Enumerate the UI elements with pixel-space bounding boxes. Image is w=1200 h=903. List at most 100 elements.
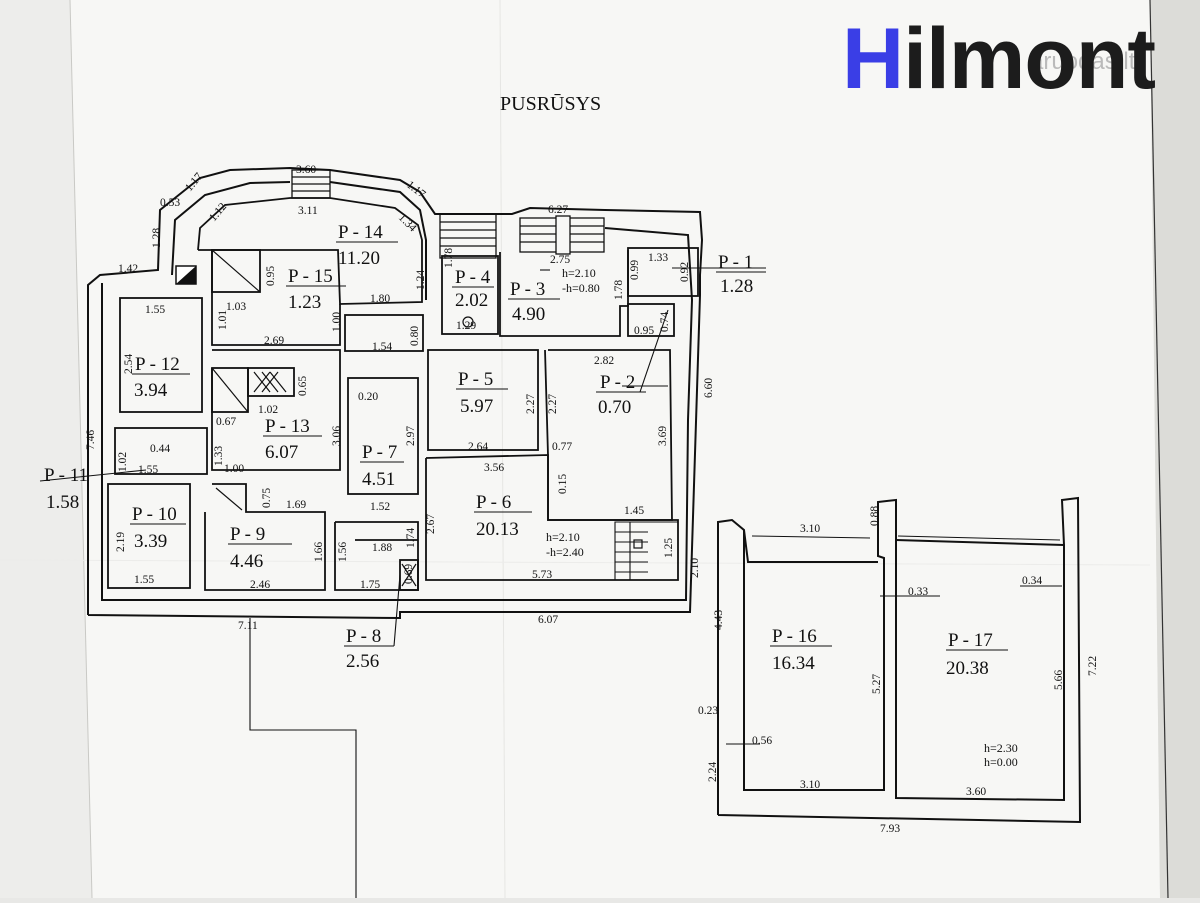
- room-id-p8: P - 8: [346, 626, 381, 647]
- room-area-p17: 20.38: [946, 658, 989, 679]
- room-labels: P - 1 1.28 P - 2 0.70 P - 3 4.90 P - 4 2…: [44, 222, 993, 679]
- plan-title: PUSRŪSYS: [500, 93, 601, 115]
- dim-label: 0.15: [557, 474, 569, 494]
- dim-label: 3.06: [331, 426, 343, 446]
- room-area-p9: 4.46: [230, 551, 263, 572]
- dim-label: 1.03: [226, 301, 246, 313]
- dim-label: 2.10: [689, 558, 701, 578]
- dim-label: 3.60: [966, 786, 986, 798]
- room-area-p12: 3.94: [134, 380, 168, 401]
- room-id-p17: P - 17: [948, 630, 993, 651]
- dim-label: 1.55: [138, 464, 158, 476]
- dim-label: 0.77: [552, 441, 572, 453]
- p3-height: h=2.10: [562, 266, 596, 280]
- room-id-p7: P - 7: [362, 442, 397, 463]
- dim-label: 2.97: [405, 426, 417, 446]
- dim-label: 2.24: [707, 762, 719, 782]
- room-id-p13: P - 13: [265, 416, 310, 437]
- room-id-p6: P - 6: [476, 492, 511, 513]
- dim-label: 1.28: [151, 228, 163, 248]
- room-area-p10: 3.39: [134, 531, 167, 552]
- p17-height-zero: h=0.00: [984, 755, 1018, 769]
- watermark-logo: aruodas.lt: [1030, 48, 1136, 75]
- dim-label: 1.24: [415, 270, 427, 290]
- brand-logo: Hilmont: [842, 11, 1156, 107]
- p17-height: h=2.30: [984, 741, 1018, 755]
- dim-label: 0.33: [908, 586, 928, 598]
- dim-label: 2.75: [550, 254, 570, 266]
- dim-label: 7.93: [880, 823, 900, 835]
- dim-label: 1.74: [405, 528, 417, 548]
- room-id-p3: P - 3: [510, 279, 545, 300]
- dim-label: 2.27: [547, 394, 559, 414]
- dim-label: 3.10: [800, 523, 820, 535]
- dim-label: 0.67: [216, 416, 236, 428]
- room-id-p16: P - 16: [772, 626, 817, 647]
- dim-label: 0.69: [403, 564, 415, 584]
- dim-label: 1.80: [370, 293, 390, 305]
- dim-label: 1.33: [648, 252, 668, 264]
- dim-label: 1.66: [313, 542, 325, 562]
- paper-left-strip: [0, 0, 92, 898]
- room-id-p10: P - 10: [132, 504, 177, 525]
- garage-walls: [717, 496, 1082, 824]
- dim-label: 1.02: [258, 404, 278, 416]
- dim-label: 2.82: [594, 355, 614, 367]
- dim-label: 1.78: [443, 248, 455, 268]
- dim-label: 0.80: [409, 326, 421, 346]
- dim-label: 2.64: [468, 441, 488, 453]
- room-id-p15: P - 15: [288, 266, 333, 287]
- p6-height: h=2.10: [546, 530, 580, 544]
- dim-label: 1.00: [331, 312, 343, 332]
- room-area-p2: 0.70: [598, 397, 631, 418]
- room-area-p7: 4.51: [362, 469, 395, 490]
- dim-label: 1.02: [117, 452, 129, 472]
- dim-label: 1.88: [372, 542, 392, 554]
- dim-label: 1.45: [624, 505, 644, 517]
- dim-label: 0.23: [698, 705, 718, 717]
- dim-label: 1.25: [663, 538, 675, 558]
- dim-label: 1.56: [337, 542, 349, 562]
- paper-right-edge: [1150, 0, 1200, 898]
- paper-sheet: [70, 0, 1160, 898]
- dim-label: 3.69: [657, 426, 669, 446]
- dim-label: 1.55: [145, 304, 165, 316]
- brand-logo-rest: ilmont: [903, 11, 1156, 107]
- room-id-p9: P - 9: [230, 524, 265, 545]
- stairs-top: [291, 169, 605, 259]
- room-id-underlines: [130, 241, 1008, 651]
- room-id-p5: P - 5: [458, 369, 493, 390]
- room-id-p2: P - 2: [600, 372, 635, 393]
- room-area-p8: 2.56: [346, 651, 379, 672]
- room-id-p11: P - 11: [44, 465, 88, 486]
- dim-label: 1.42: [118, 263, 138, 275]
- dim-label: 7.22: [1087, 656, 1099, 676]
- dimension-labels: 3.60 3.11 1.17 1.17 0.53 1.12 1.34 1.28 …: [85, 164, 1099, 835]
- room-area-p1: 1.28: [720, 276, 753, 297]
- dim-label: 0.95: [634, 325, 654, 337]
- dim-label: 0.74: [659, 312, 671, 332]
- dim-label: 7.46: [85, 430, 97, 450]
- dim-label: 4.43: [713, 610, 725, 630]
- dim-label: 5.73: [532, 569, 552, 581]
- dim-label: 5.27: [871, 674, 883, 694]
- room-area-p16: 16.34: [772, 653, 815, 674]
- dim-label: 1.29: [456, 320, 476, 332]
- height-notes: h=2.10 -h=0.80 h=2.10 -h=2.40 h=2.30 h=0…: [546, 266, 1018, 769]
- dim-label: 3.10: [800, 779, 820, 791]
- dim-label: 2.27: [525, 394, 537, 414]
- dim-label: 0.53: [160, 197, 180, 209]
- dim-label: 0.75: [261, 488, 273, 508]
- room-area-p6: 20.13: [476, 519, 519, 540]
- dim-label: 7.11: [238, 620, 258, 632]
- dim-label: 6.27: [548, 204, 568, 216]
- dim-label: 1.54: [372, 341, 392, 353]
- room-area-p3: 4.90: [512, 304, 545, 325]
- dim-label: 0.34: [1022, 575, 1042, 587]
- room-id-p4: P - 4: [455, 267, 491, 288]
- dim-label: 1.01: [217, 310, 229, 330]
- dim-label: 1.78: [613, 280, 625, 300]
- dim-label: 3.56: [484, 462, 504, 474]
- room-area-p4: 2.02: [455, 290, 488, 311]
